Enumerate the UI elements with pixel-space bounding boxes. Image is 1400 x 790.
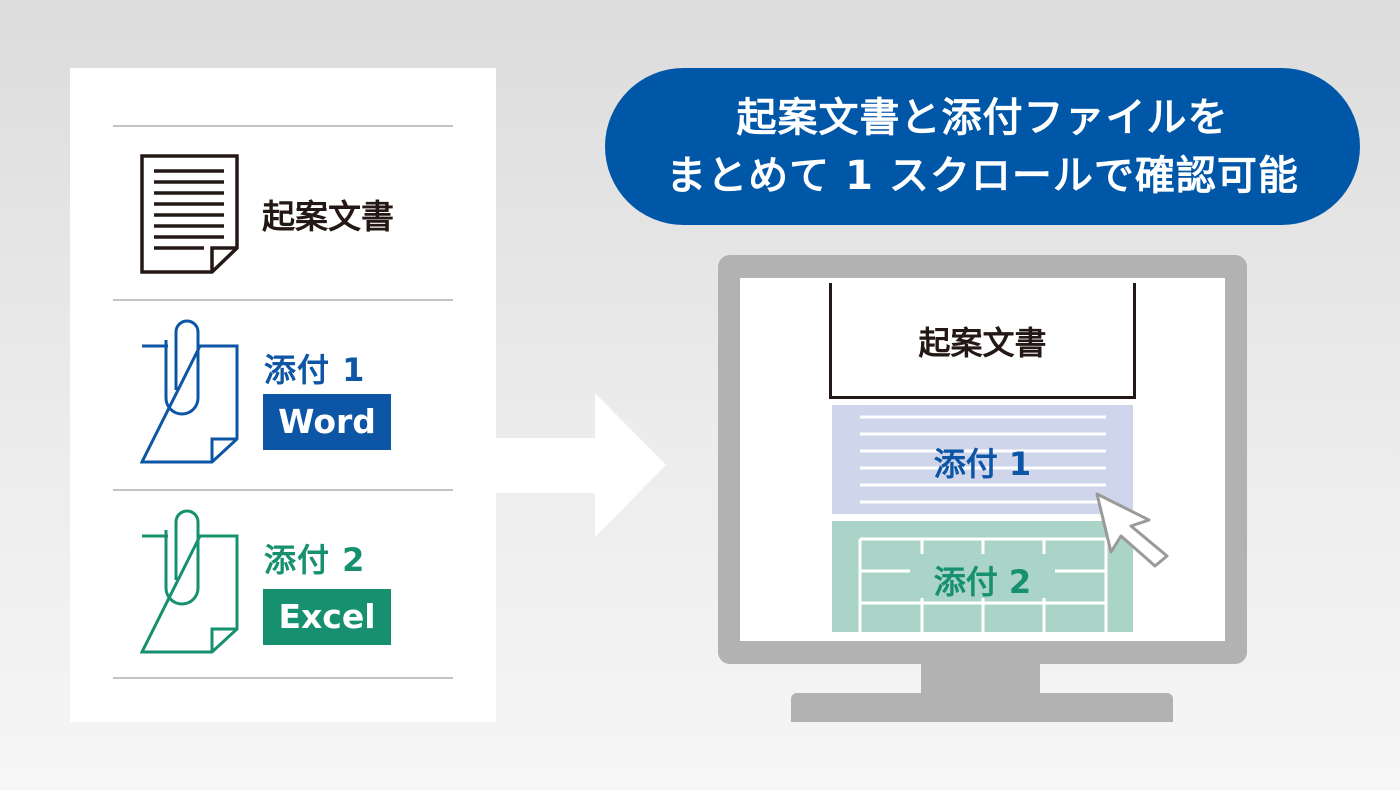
monitor-stand (791, 693, 1173, 722)
divider (113, 677, 453, 679)
mouse-pointer-icon (1093, 490, 1173, 572)
divider (113, 125, 453, 127)
attachment-2-label: 添付 2 (264, 535, 365, 581)
right-arrow-icon (495, 393, 667, 538)
monitor-neck (921, 663, 1040, 697)
headline-line-1: 起案文書と添付ファイルを (605, 89, 1360, 147)
headline-line-2: まとめて 1 スクロールで確認可能 (605, 147, 1360, 205)
screen-document-label: 起案文書 (829, 318, 1136, 364)
paperclip-file-icon (140, 508, 240, 654)
divider (113, 489, 453, 491)
document-icon (140, 154, 240, 274)
divider (113, 299, 453, 301)
excel-format-badge: Excel (263, 589, 391, 645)
headline-banner: 起案文書と添付ファイルを まとめて 1 スクロールで確認可能 (605, 68, 1360, 225)
paperclip-file-icon (140, 318, 240, 464)
word-format-badge: Word (263, 394, 391, 450)
attachment-list-card: 起案文書 添付 1 Word 添付 2 Excel (70, 68, 496, 722)
document-label: 起案文書 (262, 190, 394, 238)
screen-attachment-2-label: 添付 2 (832, 557, 1133, 603)
attachment-1-label: 添付 1 (264, 345, 365, 391)
screen-attachment-1-label: 添付 1 (832, 439, 1133, 485)
